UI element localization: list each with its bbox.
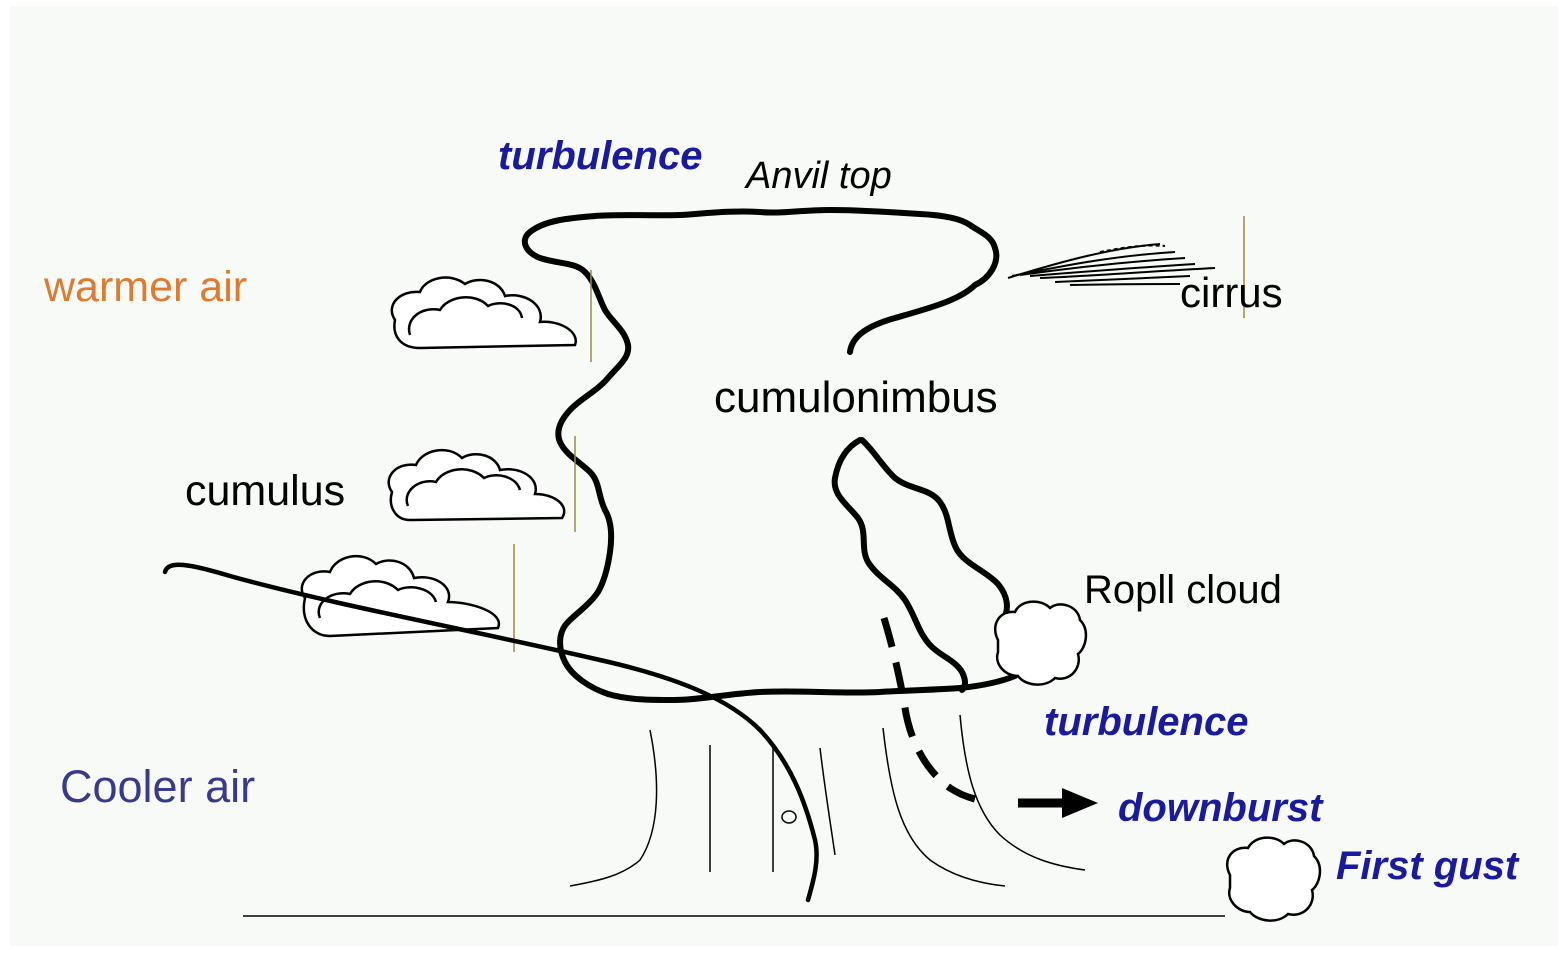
- downdraft-lobe-outline: [862, 440, 1007, 622]
- downburst-dashed-path: [884, 618, 990, 802]
- downdraft-column-outline: [835, 440, 965, 690]
- cumulus-cloud-icon: [389, 450, 565, 520]
- warmer-air-label: warmer air: [44, 266, 247, 309]
- turbulence-bottom-label: turbulence: [1044, 702, 1248, 742]
- downburst-arrow-icon: [1018, 788, 1098, 818]
- cumulus-label: cumulus: [185, 470, 345, 513]
- first-gust-cloud-icon: [1227, 838, 1320, 921]
- cumulus-cloud-icon: [302, 556, 499, 636]
- cumulonimbus-label: cumulonimbus: [714, 376, 998, 420]
- cirrus-label: cirrus: [1180, 272, 1283, 314]
- first-gust-label: First gust: [1336, 846, 1518, 886]
- cooler-air-label: Cooler air: [60, 764, 255, 809]
- downburst-label: downburst: [1118, 788, 1322, 828]
- roll-cloud-label: Ropll cloud: [1084, 570, 1282, 610]
- cumulus-cloud-icon: [392, 278, 576, 348]
- anvil-top-label: Anvil top: [746, 157, 892, 195]
- roll-cloud-icon: [995, 602, 1086, 685]
- downdraft-flow-lines: [570, 715, 1085, 886]
- boundary-marker-ring: [782, 811, 796, 823]
- turbulence-top-label: turbulence: [498, 136, 702, 176]
- cumulonimbus-outline: [525, 210, 1015, 700]
